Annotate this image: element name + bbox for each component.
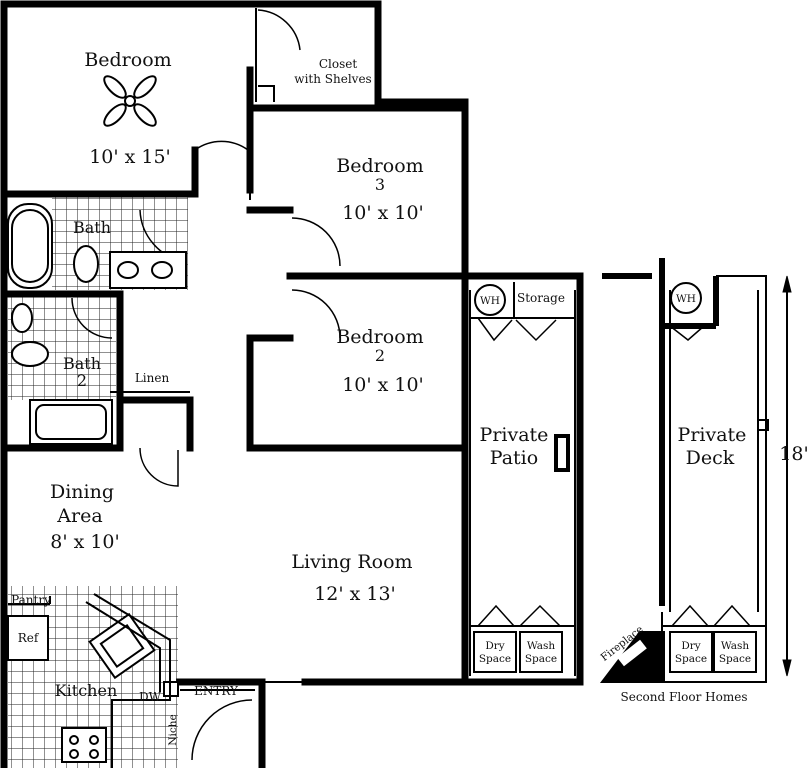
kitchen-counter xyxy=(8,593,171,768)
dining-dims: 8' x 10' xyxy=(50,531,120,553)
deck-label-line1: Private xyxy=(678,424,747,446)
bedroom3-dims: 10' x 10' xyxy=(342,202,424,224)
ref-label: Ref xyxy=(18,631,40,645)
ceiling-fan-icon xyxy=(103,75,157,127)
deck-wh-label: WH xyxy=(676,293,696,305)
living-dims: 12' x 13' xyxy=(314,583,396,605)
doors xyxy=(71,9,561,761)
thin-lines xyxy=(110,3,576,691)
patio-label-line1: Private xyxy=(480,424,549,446)
closet-label-line1: Closet xyxy=(319,57,358,71)
deck-wash-space-line1: Wash xyxy=(721,640,750,652)
linen-label: Linen xyxy=(135,371,170,385)
bedroom3-number: 3 xyxy=(375,175,385,194)
entry-label: ENTRY xyxy=(194,684,239,698)
bedroom2-number: 2 xyxy=(375,346,385,365)
dining-label-line2: Area xyxy=(56,505,102,527)
walls xyxy=(0,0,584,768)
patio-wash-space-line1: Wash xyxy=(527,640,556,652)
patio-dry-space-line1: Dry xyxy=(485,640,504,652)
dw-label: DW xyxy=(139,690,162,704)
patio-storage-label: Storage xyxy=(517,291,565,305)
kitchen-label: Kitchen xyxy=(55,681,118,700)
niche-label: Niche xyxy=(167,714,179,745)
bath1-label: Bath xyxy=(73,218,111,237)
patio-dry-space-line2: Space xyxy=(479,653,511,665)
pantry-label: Pantry xyxy=(11,593,51,607)
fixtures xyxy=(7,203,570,763)
bedroom-main-label: Bedroom xyxy=(84,49,171,71)
patio-wash-space-line2: Space xyxy=(525,653,557,665)
dining-label-line1: Dining xyxy=(50,481,114,503)
bedroom2-label: Bedroom xyxy=(336,326,423,348)
bedroom3-label: Bedroom xyxy=(336,155,423,177)
deck-dimension-label: 18' xyxy=(779,443,808,465)
deck-dry-space-line2: Space xyxy=(675,653,707,665)
deck-drawing xyxy=(599,258,792,683)
bedroom-main-dims: 10' x 15' xyxy=(89,146,171,168)
deck-label-line2: Deck xyxy=(686,447,735,469)
living-label: Living Room xyxy=(291,551,412,573)
bath2-label: Bath xyxy=(63,354,101,373)
patio-label-line2: Patio xyxy=(490,447,538,469)
patio-wh-label: WH xyxy=(480,295,500,307)
deck-wash-space-line2: Space xyxy=(719,653,751,665)
deck-dry-space-line1: Dry xyxy=(681,640,700,652)
second-floor-note: Second Floor Homes xyxy=(621,690,748,704)
bath2-number: 2 xyxy=(77,371,87,390)
bedroom2-dims: 10' x 10' xyxy=(342,374,424,396)
closet-label-line2: with Shelves xyxy=(294,72,371,86)
